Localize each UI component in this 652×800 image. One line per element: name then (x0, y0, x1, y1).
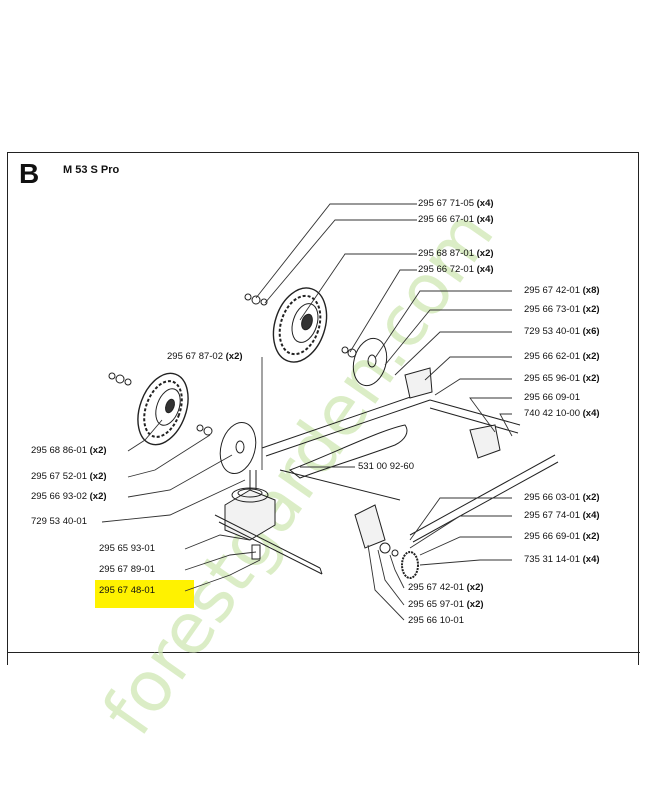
wheel-hardware-left (108, 372, 132, 386)
frame-bottom-rule (7, 652, 640, 653)
highlighted-part-box (95, 580, 194, 608)
watermark: forestgarden.com (87, 195, 510, 750)
part-label: 729 53 40-01 (x6) (524, 326, 600, 337)
part-label: 295 65 93-01 (99, 543, 155, 554)
part-label: 295 67 71-05 (x4) (418, 198, 494, 209)
gearbox (224, 470, 276, 560)
axle-rods (214, 391, 559, 575)
model-name: M 53 S Pro (63, 164, 120, 176)
diagram-frame (7, 152, 639, 665)
rear-wheel-right (272, 287, 328, 363)
part-label-highlighted: 295 67 48-01 (99, 585, 155, 596)
height-bracket-right (354, 367, 501, 549)
part-label: 295 67 42-01 (x8) (524, 285, 600, 296)
part-label: 295 65 97-01 (x2) (408, 599, 484, 610)
part-label: 295 68 87-01 (x2) (418, 248, 494, 259)
leader-lines (101, 203, 513, 621)
part-label: 295 66 09-01 (524, 392, 580, 403)
part-label: 295 66 10-01 (408, 615, 464, 626)
part-label: 735 31 14-01 (x4) (524, 554, 600, 565)
wheel-hardware-right (244, 293, 268, 306)
part-label: 295 66 73-01 (x2) (524, 304, 600, 315)
part-label: 295 66 62-01 (x2) (524, 351, 600, 362)
part-label: 295 65 96-01 (x2) (524, 373, 600, 384)
part-label: 295 66 03-01 (x2) (524, 492, 600, 503)
part-label: 295 68 86-01 (x2) (31, 445, 107, 456)
gear-disc-left (196, 422, 257, 474)
part-label: 295 66 72-01 (x4) (418, 264, 494, 275)
part-label: 295 66 69-01 (x2) (524, 531, 600, 542)
part-label: 295 67 74-01 (x4) (524, 510, 600, 521)
part-label: 295 67 89-01 (99, 564, 155, 575)
part-label: 295 66 67-01 (x4) (418, 214, 494, 225)
front-gear (379, 542, 419, 579)
part-label: 295 67 87-02 (x2) (167, 351, 243, 362)
part-label: 295 67 52-01 (x2) (31, 471, 107, 482)
part-label: 729 53 40-01 (31, 516, 87, 527)
part-label: 295 67 42-01 (x2) (408, 582, 484, 593)
watermark-text: forestgarden.com (87, 195, 510, 750)
part-label: 531 00 92-60 (358, 461, 414, 472)
part-label: 740 42 10-00 (x4) (524, 408, 600, 419)
part-label: 295 66 93-02 (x2) (31, 491, 107, 502)
rear-wheel-left (137, 372, 189, 446)
section-letter: B (19, 158, 40, 189)
